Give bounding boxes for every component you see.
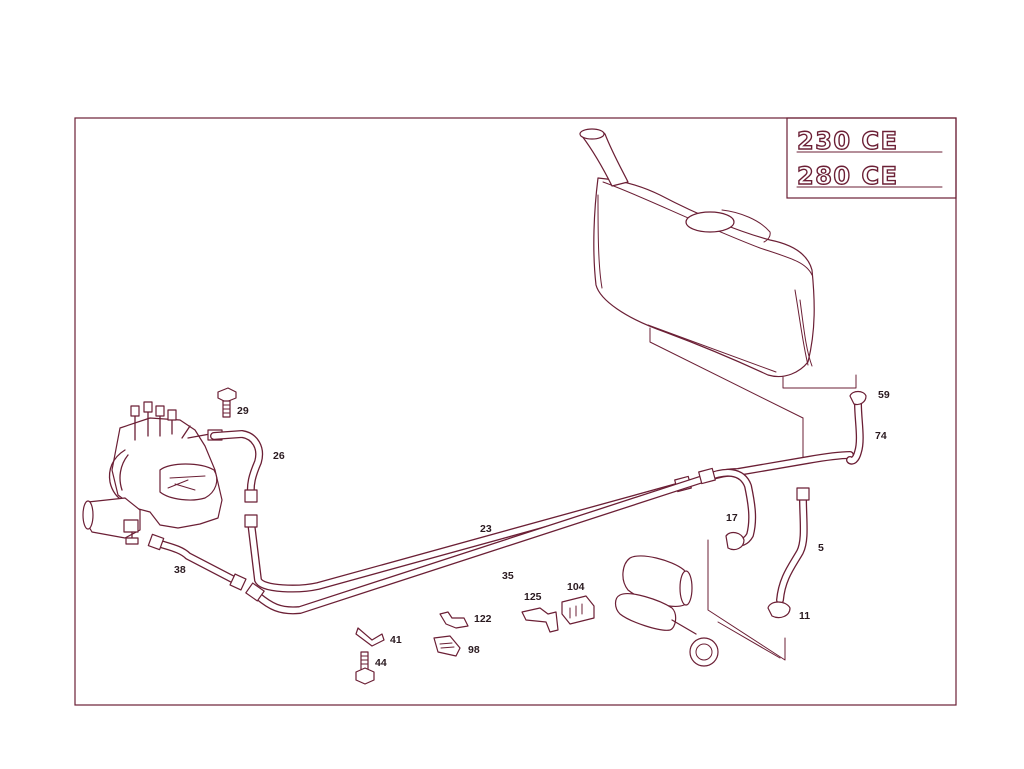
damper-104 xyxy=(561,595,595,625)
diagram-frame xyxy=(74,117,957,706)
return-hose-74 xyxy=(846,390,867,465)
bracket-125 xyxy=(521,607,559,633)
fuel-filter-pump xyxy=(614,539,786,667)
clip-122 xyxy=(439,611,469,629)
part-label-59: 59 xyxy=(878,389,890,401)
model-badge-280ce: 280 CE xyxy=(797,162,898,190)
part-label-125: 125 xyxy=(524,591,542,603)
part-label-23: 23 xyxy=(480,523,492,535)
part-label-26: 26 xyxy=(273,450,285,462)
part-label-44: 44 xyxy=(375,657,387,669)
clamp-11 xyxy=(767,601,791,619)
clip-98 xyxy=(433,635,461,657)
part-label-38: 38 xyxy=(174,564,186,576)
model-badge-box: 230 CE 280 CE xyxy=(786,117,957,199)
bolt-44 xyxy=(355,651,375,685)
fuel-line-38 xyxy=(147,533,247,591)
fuel-hose-5 xyxy=(767,487,810,619)
clamp-59 xyxy=(849,390,867,406)
part-label-74: 74 xyxy=(875,430,887,442)
part-label-17: 17 xyxy=(726,512,738,524)
bolt-29 xyxy=(217,387,237,418)
part-label-98: 98 xyxy=(468,644,480,656)
fuel-tank xyxy=(579,128,857,459)
part-label-35: 35 xyxy=(502,570,514,582)
fuel-distributor xyxy=(82,401,223,545)
part-label-104: 104 xyxy=(567,581,585,593)
fuel-line-26 xyxy=(210,430,264,503)
fuel-line-35 xyxy=(245,451,854,615)
part-label-29: 29 xyxy=(237,405,249,417)
part-label-5: 5 xyxy=(818,542,824,554)
part-label-122: 122 xyxy=(474,613,492,625)
fuel-hose-17 xyxy=(698,467,757,551)
clip-41 xyxy=(355,627,385,647)
part-label-41: 41 xyxy=(390,634,402,646)
model-badge-230ce: 230 CE xyxy=(797,127,898,155)
part-label-11: 11 xyxy=(799,610,810,622)
